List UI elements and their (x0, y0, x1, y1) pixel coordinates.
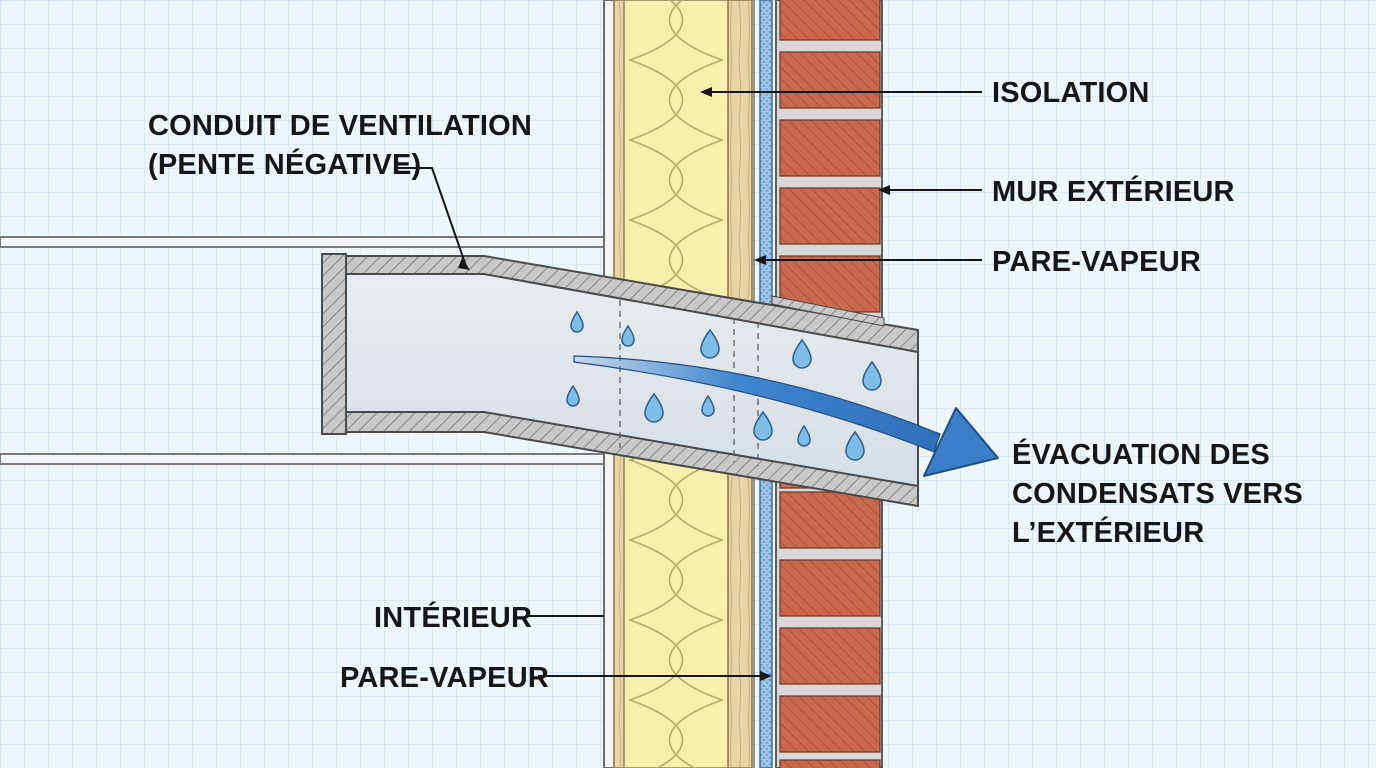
label-mur-exterieur: MUR EXTÉRIEUR (992, 174, 1235, 208)
label-evacuation-line3: L’EXTÉRIEUR (1012, 515, 1204, 549)
label-evacuation-line1: ÉVACUATION DES (1012, 437, 1270, 471)
ventilation-duct (321, 253, 919, 508)
leader-lines (398, 87, 982, 681)
label-pare-vapeur-exterieur: PARE-VAPEUR (992, 246, 1201, 278)
label-duct-line1: CONDUIT DE VENTILATION (148, 110, 532, 142)
labels: CONDUIT DE VENTILATION (PENTE NÉGATIVE) … (148, 77, 1303, 694)
flow-arrow-icon (573, 355, 999, 477)
label-duct-line2: (PENTE NÉGATIVE) (148, 147, 421, 181)
label-interieur: INTÉRIEUR (374, 600, 532, 634)
label-pare-vapeur-interieur: PARE-VAPEUR (340, 662, 549, 694)
label-isolation: ISOLATION (992, 77, 1150, 109)
label-evacuation-line2: CONDENSATS VERS (1012, 478, 1303, 510)
water-drop-icon (566, 310, 882, 461)
